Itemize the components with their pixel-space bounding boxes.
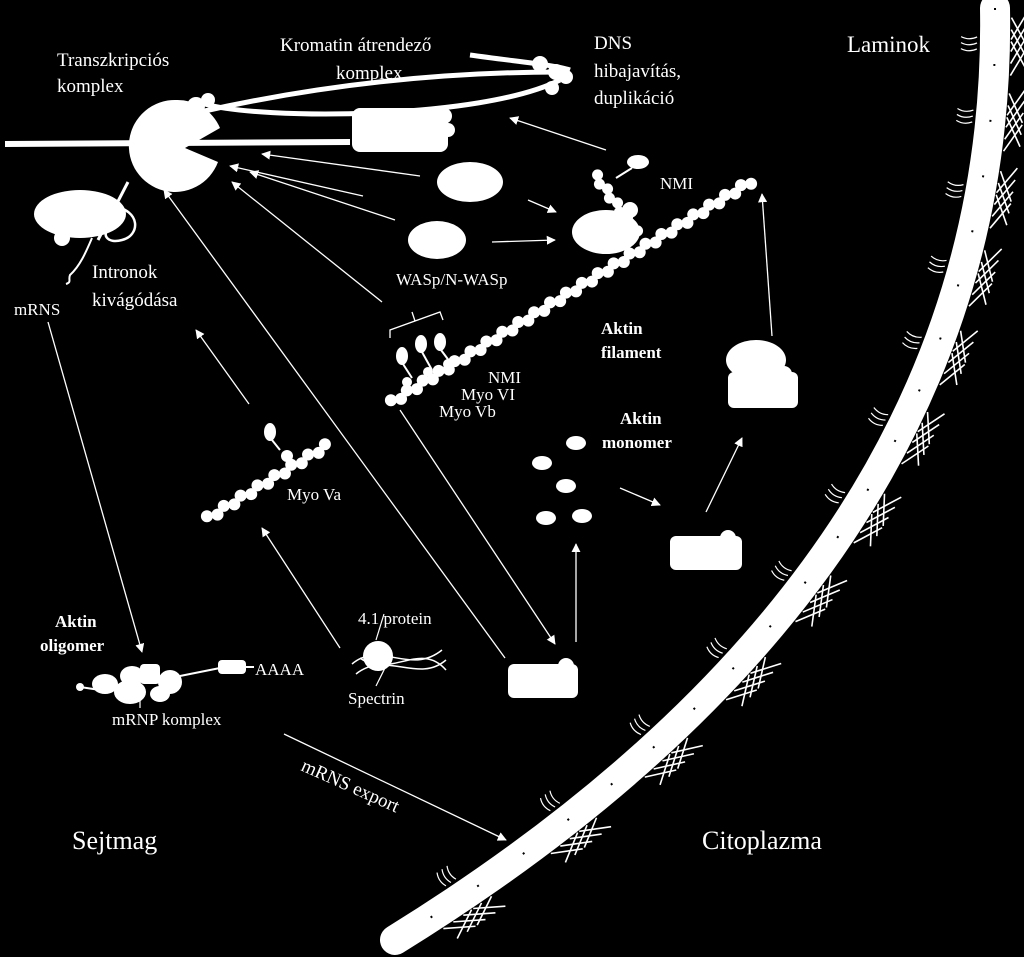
- label-spectrin: Spectrin: [348, 689, 405, 708]
- lamina-mesh: [443, 16, 1024, 939]
- label-laminok: Laminok: [847, 32, 931, 57]
- spliceosome: [34, 190, 137, 285]
- label-nmi: NMI: [488, 368, 521, 387]
- label-myo-vi: Myo VI: [461, 385, 515, 404]
- label-nmi-top: NMI: [660, 174, 693, 193]
- nuclear-envelope: [380, 0, 1011, 955]
- label-dns-1: DNS: [594, 33, 632, 54]
- actin-binding-complexes: [508, 340, 798, 698]
- label-mrns-export: mRNS export: [298, 755, 403, 817]
- label-wasp: WASp/N-WASp: [396, 270, 507, 289]
- label-intronok-1: Intronok: [92, 262, 158, 283]
- actin-filament-main: [384, 177, 758, 407]
- arp-complex: [572, 202, 640, 254]
- label-chromatin-complex-1: Kromatin átrendező: [280, 35, 431, 56]
- label-transcription-complex-2: komplex: [57, 76, 124, 97]
- label-aktin-monomer-2: monomer: [602, 433, 672, 452]
- label-dns-3: duplikáció: [594, 88, 674, 109]
- label-chromatin-complex-2: komplex: [336, 63, 403, 84]
- nmi-motor-top: [615, 155, 649, 179]
- mrnp-complex: [76, 660, 254, 708]
- actin-monomers: [532, 436, 592, 525]
- arrows: [47, 116, 773, 841]
- label-protein-41: 4.1 protein: [358, 609, 432, 628]
- chromatin-remodeling-complex-shape: [352, 108, 455, 152]
- protein-41-spectrin: [351, 613, 447, 687]
- label-myo-va: Myo Va: [287, 485, 341, 504]
- myo-va-motor: [264, 423, 293, 462]
- label-aktin-monomer-1: Aktin: [620, 409, 662, 428]
- actin-filaments: [200, 169, 758, 523]
- actin-filament-myo-va: [200, 438, 331, 523]
- label-dns-2: hibajavítás,: [594, 61, 681, 82]
- myosin-motors: [389, 311, 453, 387]
- label-transcription-complex-1: Transzkripciós: [57, 50, 169, 71]
- label-aktin-oligomer-2: oligomer: [40, 636, 105, 655]
- label-sejtmag: Sejtmag: [72, 826, 157, 855]
- label-aktin-filament-1: Aktin: [601, 319, 643, 338]
- nuclear-protein-ellipses: [408, 162, 503, 259]
- label-mrns: mRNS: [14, 300, 60, 319]
- label-mrnp-komplex: mRNP komplex: [112, 710, 222, 729]
- label-aktin-oligomer-1: Aktin: [55, 612, 97, 631]
- nuclear-pore-filaments: [436, 36, 978, 887]
- labels: Transzkripciós komplex Kromatin átrendez…: [14, 32, 931, 855]
- label-myo-vb: Myo Vb: [439, 402, 496, 421]
- label-intronok-2: kivágódása: [92, 290, 178, 311]
- label-aktin-filament-2: filament: [601, 343, 662, 362]
- label-aaaa: AAAA: [255, 660, 305, 679]
- label-citoplazma: Citoplazma: [702, 826, 822, 855]
